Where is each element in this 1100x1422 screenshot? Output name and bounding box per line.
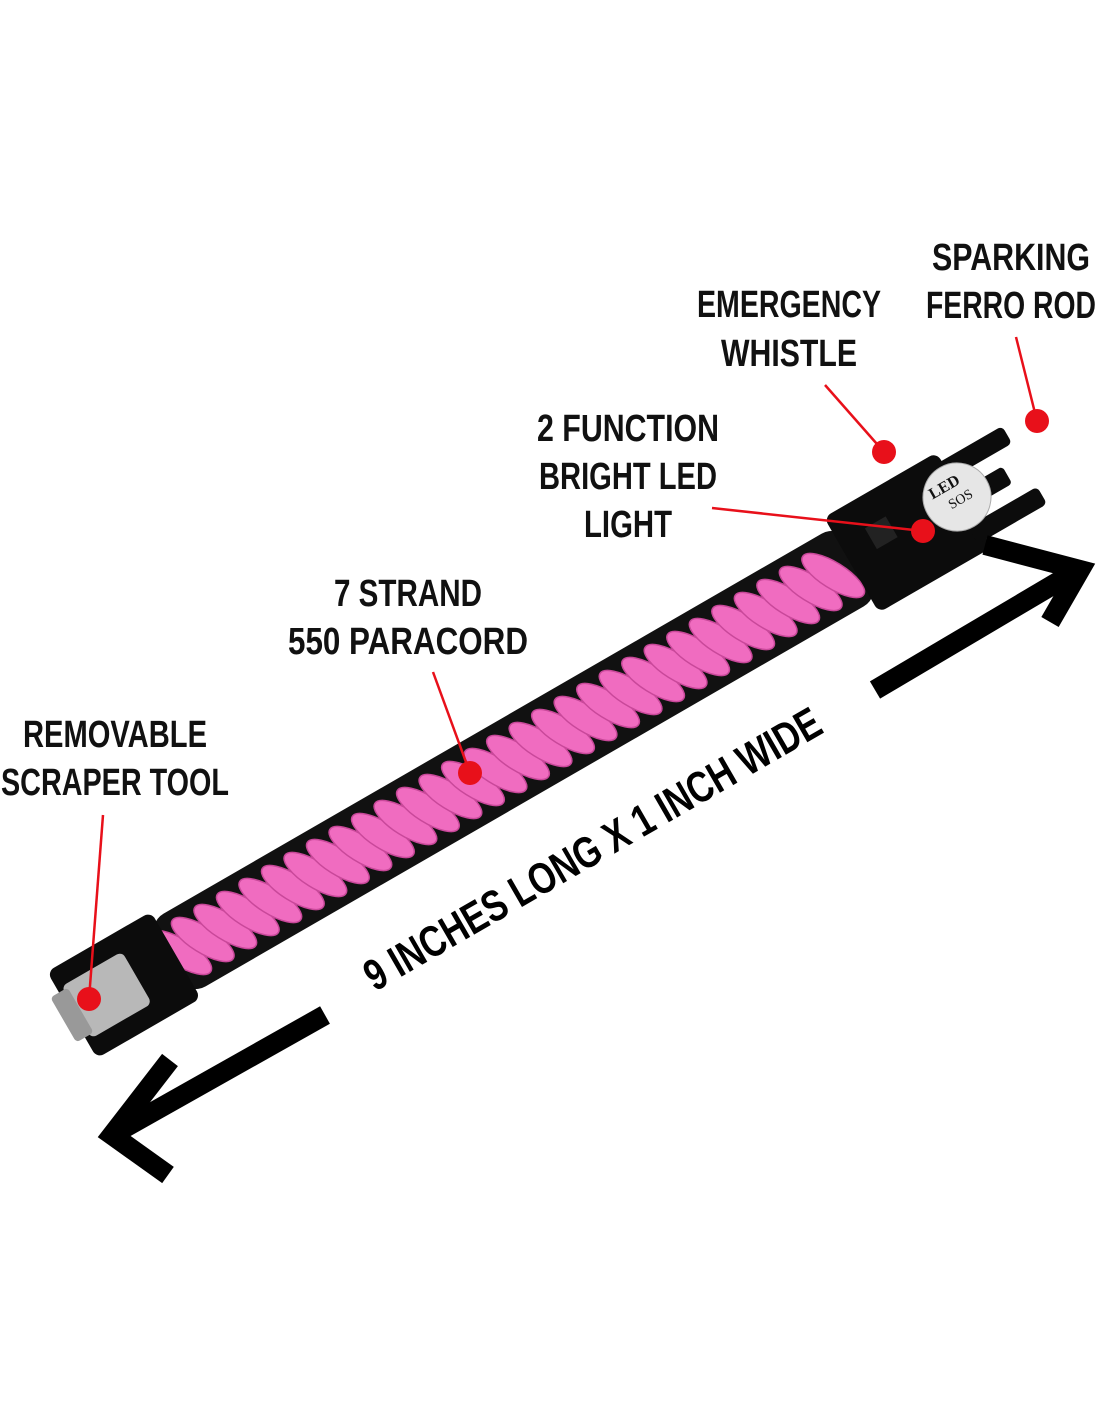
length-arrow-right: [869, 535, 1096, 699]
scraper-label-2: SCRAPER TOOL: [1, 762, 229, 804]
ferro-rod-marker: [1025, 409, 1049, 433]
callout-lines: [87, 336, 1039, 1000]
scraper-label-1: REMOVABLE: [23, 714, 207, 756]
led-module: LED SOS: [922, 462, 992, 532]
paracord-label-2: 550 PARACORD: [288, 621, 528, 663]
led-label-2: BRIGHT LED: [539, 456, 717, 498]
cord-weave: [148, 552, 866, 976]
ferro-rod-label-2: FERRO ROD: [926, 285, 1096, 327]
led-label-1: 2 FUNCTION: [537, 408, 719, 450]
scraper-marker: [77, 987, 101, 1011]
scraper-buckle: [49, 914, 198, 1056]
cord-loop: [801, 552, 866, 599]
paracord-bracelet: [49, 427, 1046, 1056]
length-arrow-left: [97, 1006, 330, 1184]
paracord-marker: [458, 761, 482, 785]
led-marker: [911, 519, 935, 543]
whistle-marker: [872, 440, 896, 464]
paracord-label-1: 7 STRAND: [334, 573, 482, 615]
led-label-3: LIGHT: [584, 504, 672, 546]
whistle-label-1: EMERGENCY: [697, 284, 881, 326]
ferro-rod-label-1: SPARKING: [932, 237, 1090, 279]
whistle-label-2: WHISTLE: [721, 333, 857, 375]
